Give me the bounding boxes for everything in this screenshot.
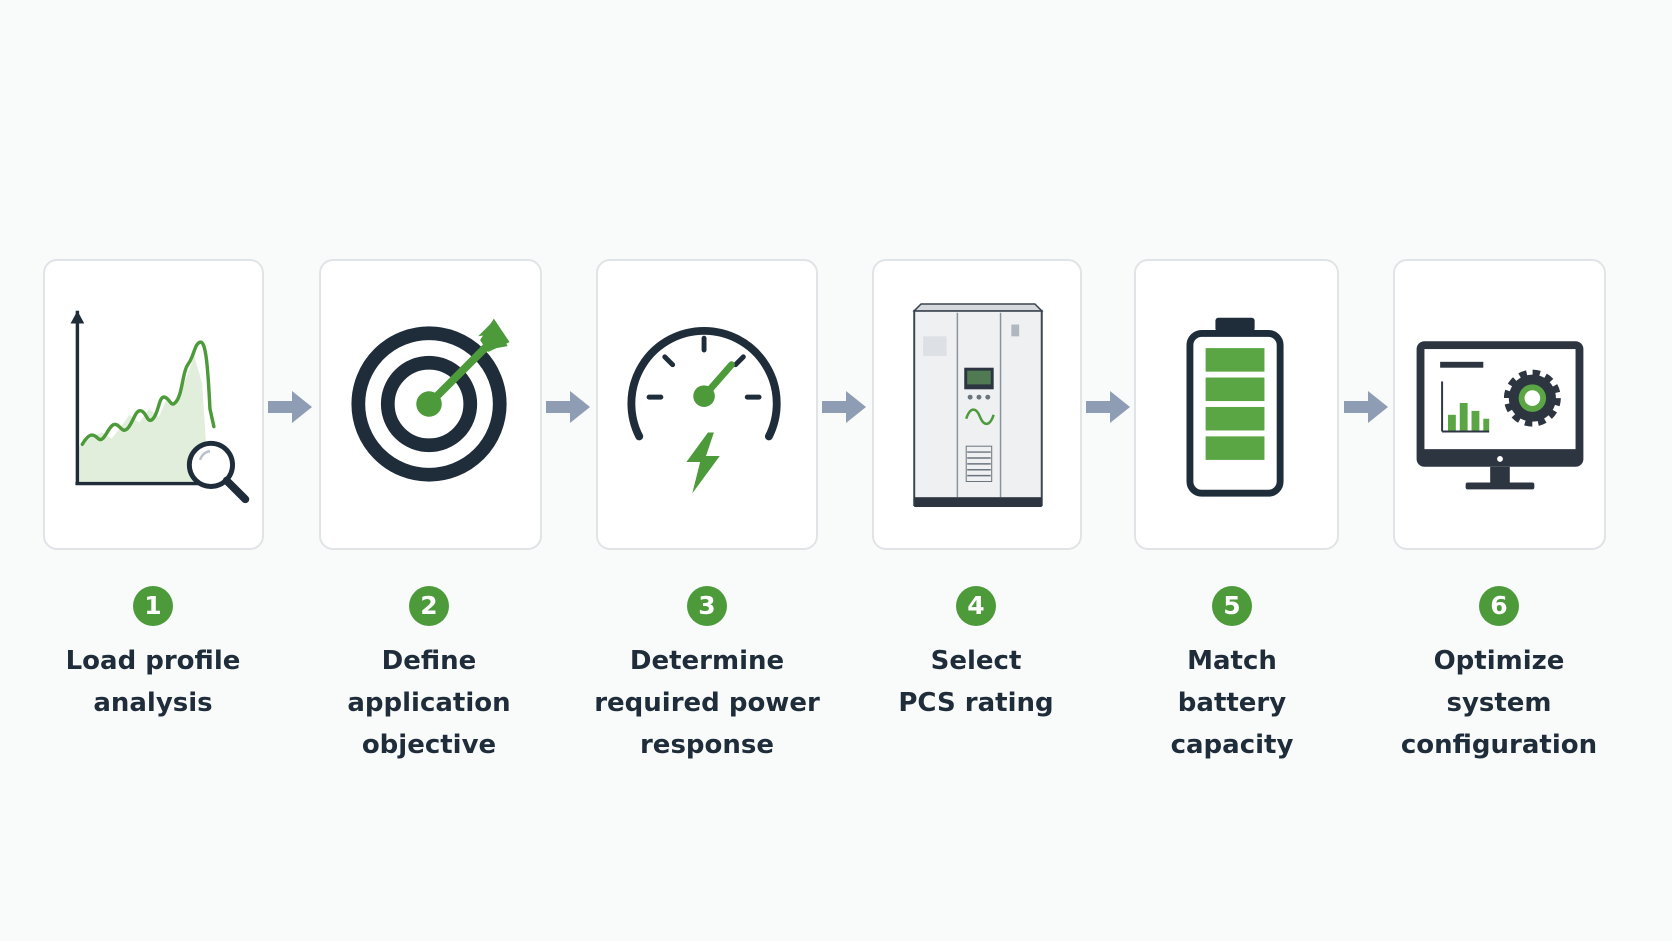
step-6-label: 6 Optimize system configuration — [1384, 586, 1614, 766]
step-title-line: PCS rating — [898, 688, 1054, 718]
step-title-line: objective — [361, 730, 497, 760]
step-3-label: 3 Determine required power response — [592, 586, 822, 766]
step-title-line: capacity — [1170, 730, 1294, 760]
step-title-line: configuration — [1400, 730, 1598, 760]
step-title-line: Determine — [629, 646, 785, 676]
step-5-card — [1134, 259, 1339, 550]
arrow-right-icon — [266, 387, 318, 427]
step-4-label: 4 Select PCS rating — [876, 586, 1076, 724]
step-title-line: application — [347, 688, 511, 718]
step-number-badge: 5 — [1212, 586, 1252, 626]
step-number-badge: 2 — [409, 586, 449, 626]
pcs-cabinet-icon — [912, 303, 1044, 508]
step-title-line: Match — [1187, 646, 1277, 676]
step-title-line: battery — [1177, 688, 1287, 718]
monitor-settings-icon — [1416, 341, 1584, 490]
step-title-line: Load profile — [65, 646, 241, 676]
arrow-right-icon — [1084, 387, 1136, 427]
step-number-badge: 3 — [687, 586, 727, 626]
step-title-line: response — [639, 730, 775, 760]
target-icon — [351, 318, 510, 482]
step-2-label: 2 Define application objective — [329, 586, 529, 766]
step-number-badge: 4 — [956, 586, 996, 626]
step-title-line: Define — [381, 646, 477, 676]
step-6-card — [1393, 259, 1606, 550]
step-1-card — [43, 259, 264, 550]
step-number-badge: 1 — [133, 586, 173, 626]
step-title-line: Optimize — [1433, 646, 1565, 676]
step-title-line: Select — [930, 646, 1022, 676]
load-profile-chart-icon — [70, 310, 250, 504]
step-title-line: analysis — [93, 688, 213, 718]
step-3-card — [596, 259, 818, 550]
step-title-line: required power — [594, 688, 820, 718]
arrow-right-icon — [544, 387, 596, 427]
step-1-label: 1 Load profile analysis — [53, 586, 253, 724]
step-number-badge: 6 — [1479, 586, 1519, 626]
step-2-card — [319, 259, 542, 550]
arrow-right-icon — [1342, 387, 1394, 427]
step-5-label: 5 Match battery capacity — [1132, 586, 1332, 766]
power-gauge-icon — [627, 326, 781, 494]
step-4-card — [872, 259, 1082, 550]
battery-icon — [1186, 317, 1284, 497]
step-title-line: system — [1446, 688, 1552, 718]
arrow-right-icon — [820, 387, 872, 427]
